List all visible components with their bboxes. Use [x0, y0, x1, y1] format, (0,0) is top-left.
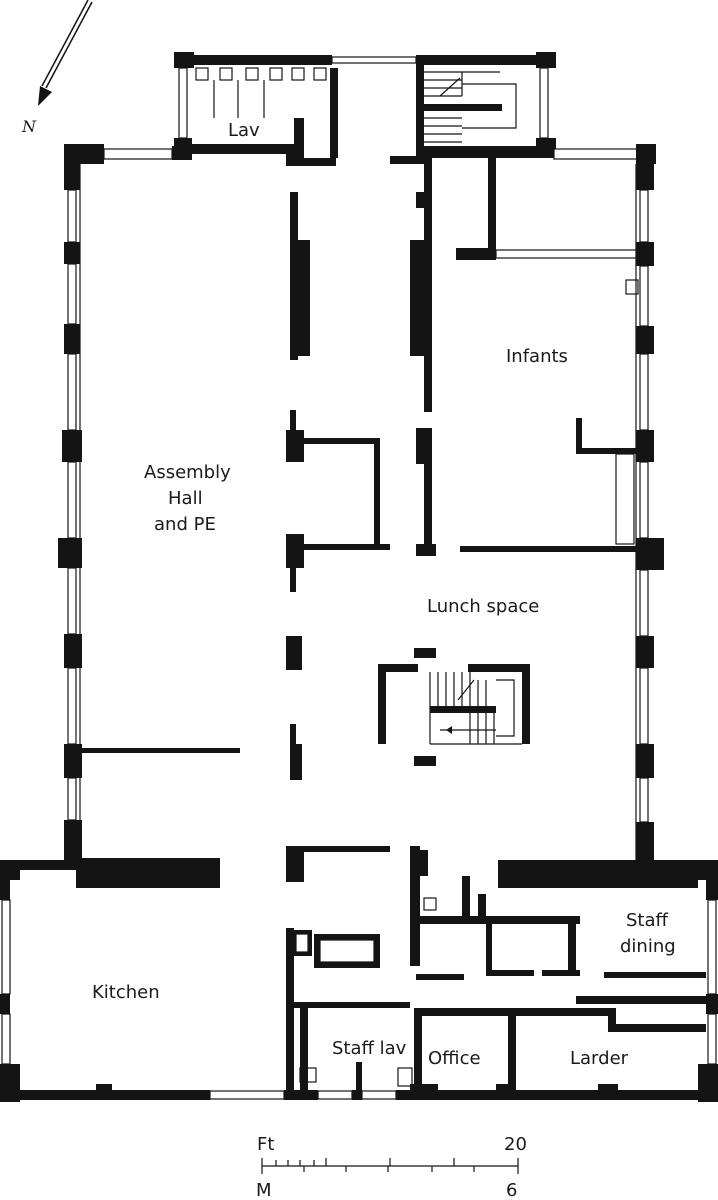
top-wing-walls: [174, 52, 556, 166]
scale-value-feet: 20: [504, 1134, 527, 1155]
room-label-lunch-space: Lunch space: [427, 596, 539, 617]
room-label-larder: Larder: [570, 1048, 629, 1069]
internal-walls: [80, 156, 639, 780]
room-label-lav: Lav: [228, 120, 260, 141]
room-label-assembly-line2: Hall: [168, 488, 203, 509]
scale-value-metres: 6: [506, 1180, 517, 1200]
room-label-staff-dining-line2: dining: [620, 936, 676, 957]
room-label-kitchen: Kitchen: [92, 982, 160, 1003]
scale-bar: Ft 20 M 6: [256, 1134, 527, 1200]
room-label-staff-dining-line1: Staff: [626, 910, 669, 931]
south-wing-walls: [0, 846, 718, 1102]
north-arrow: N: [21, 0, 93, 136]
room-labels: Infants Assembly Hall and PE Lunch space…: [92, 346, 676, 1069]
scale-unit-feet: Ft: [257, 1134, 274, 1155]
room-label-infants: Infants: [506, 346, 568, 367]
room-label-office: Office: [428, 1048, 481, 1069]
north-label: N: [21, 117, 37, 136]
room-label-assembly-line3: and PE: [154, 514, 216, 535]
scale-unit-metres: M: [256, 1180, 272, 1200]
room-label-staff-lav: Staff lav: [332, 1038, 407, 1059]
north-arrowhead-icon: [38, 86, 52, 106]
room-label-assembly-line1: Assembly: [144, 462, 231, 483]
main-outer-walls: [58, 144, 664, 868]
